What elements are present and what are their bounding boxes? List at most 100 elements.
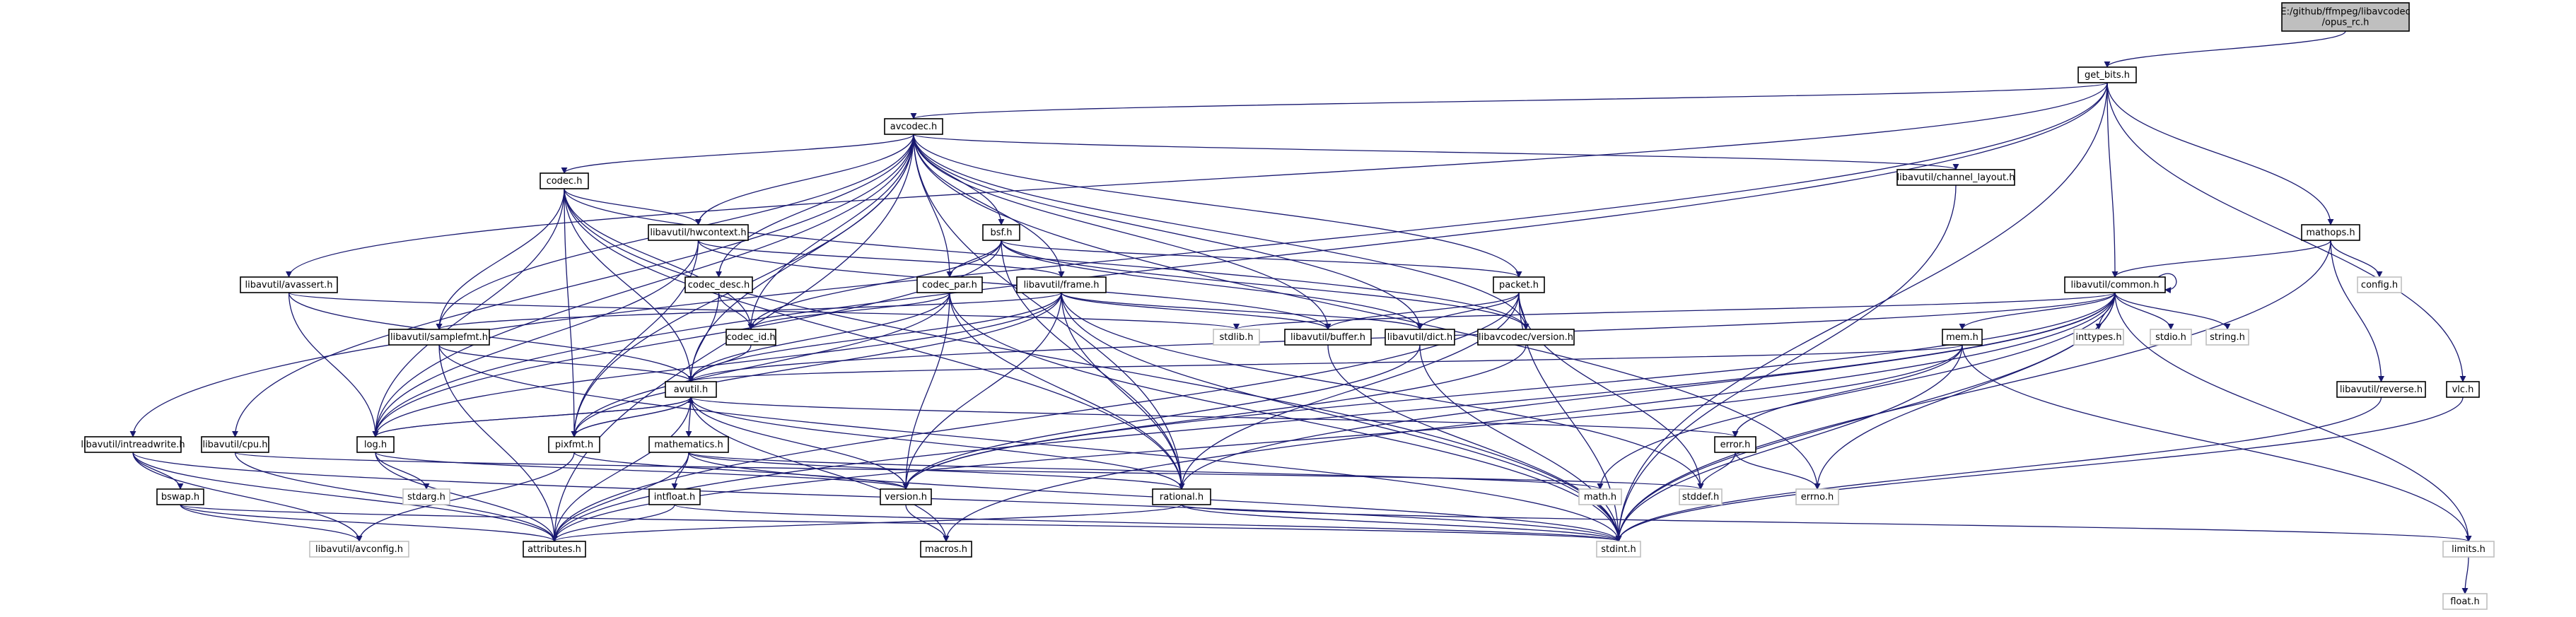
edge-log-to-stdarg [375, 452, 430, 490]
edge-avcodec-to-frame [913, 134, 1065, 278]
node-version[interactable]: version.h [880, 488, 932, 505]
node-label-stdio: stdio.h [2155, 332, 2186, 343]
node-intfloat[interactable]: intfloat.h [648, 488, 701, 505]
edge-codec_desc-to-avutil [687, 292, 720, 382]
edge-error-to-errno [1735, 452, 1821, 490]
node-box-attributes [523, 541, 586, 558]
edge-avcodec-to-log [372, 134, 914, 437]
edge-rational-to-stdint [1181, 504, 1622, 542]
node-avassert[interactable]: libavutil/avassert.h [240, 276, 338, 293]
node-box-limits [2442, 541, 2495, 558]
node-label-stddef: stddef.h [1682, 492, 1719, 503]
edge-avcodec-to-bsf [913, 134, 1005, 225]
node-codec_par[interactable]: codec_par.h [916, 276, 983, 293]
node-packet[interactable]: packet.h [1493, 276, 1545, 293]
node-codec_desc[interactable]: codec_desc.h [684, 276, 753, 293]
edge-bsf-to-packet [1001, 240, 1522, 278]
node-avutil[interactable]: avutil.h [665, 381, 717, 398]
edge-version-to-macros [905, 504, 950, 542]
node-box-stdlib [1213, 329, 1260, 346]
node-label-common: libavutil/common.h [2070, 280, 2159, 290]
node-stdio: stdio.h [2150, 329, 2192, 346]
node-codec[interactable]: codec.h [540, 172, 589, 189]
edge-mathops-to-reverse [2330, 240, 2384, 382]
node-codec_id[interactable]: codec_id.h [725, 329, 776, 346]
node-samplefmt[interactable]: libavutil/samplefmt.h [388, 329, 490, 346]
edge-get_bits-to-stdint [1615, 82, 2108, 542]
edge-codec_par-to-codec_id [747, 292, 950, 330]
node-label-codec_id: codec_id.h [726, 332, 775, 343]
node-frame[interactable]: libavutil/frame.h [1016, 276, 1107, 293]
node-hwcontext[interactable]: libavutil/hwcontext.h [648, 224, 749, 241]
node-macros[interactable]: macros.h [920, 541, 972, 558]
node-log[interactable]: log.h [356, 436, 395, 453]
node-cpu[interactable]: libavutil/cpu.h [201, 436, 269, 453]
edge-bsf-to-log [372, 240, 1002, 437]
node-box-codec_desc [684, 276, 753, 293]
node-attributes[interactable]: attributes.h [523, 541, 586, 558]
node-label-get_bits: get_bits.h [2085, 70, 2130, 81]
node-box-mathematics [648, 436, 729, 453]
node-common[interactable]: libavutil/common.h [2064, 276, 2166, 293]
node-vlc[interactable]: vlc.h [2446, 381, 2480, 398]
node-label-pixfmt: pixfmt.h [555, 440, 593, 450]
edge-bsf-to-codec_id [747, 240, 1002, 330]
node-bswap[interactable]: bswap.h [156, 488, 204, 505]
edge-frame-to-dict [1061, 292, 1423, 330]
edge-reverse-to-stdint [1615, 396, 2382, 542]
node-label-frame: libavutil/frame.h [1024, 280, 1100, 290]
edge-frame-to-buffer [1061, 292, 1331, 330]
node-box-inttypes [2073, 329, 2124, 346]
node-label-avutil: avutil.h [674, 384, 709, 395]
node-reverse[interactable]: libavutil/reverse.h [2336, 381, 2426, 398]
node-box-avassert [240, 276, 338, 293]
edge-avutil-to-version [690, 396, 909, 490]
node-avcodec[interactable]: avcodec.h [884, 118, 943, 135]
edge-error-to-stddef [1697, 452, 1736, 490]
node-label-error: error.h [1720, 440, 1751, 450]
node-label-bswap: bswap.h [161, 492, 199, 503]
node-buffer[interactable]: libavutil/buffer.h [1284, 329, 1372, 346]
edge-packet-to-rational [1178, 292, 1520, 490]
node-channel_layout[interactable]: libavutil/channel_layout.h [1896, 169, 2015, 186]
node-mathops[interactable]: mathops.h [2301, 224, 2360, 241]
node-pixfmt[interactable]: pixfmt.h [548, 436, 600, 453]
edge-packet-to-stddef [1518, 292, 1704, 490]
node-error[interactable]: error.h [1714, 436, 1756, 453]
node-box-intfloat [648, 488, 701, 505]
edge-bswap-to-attributes [180, 504, 558, 542]
edge-intfloat-to-stdint [674, 504, 1622, 542]
node-rational[interactable]: rational.h [1152, 488, 1211, 505]
node-lavc_version[interactable]: libavcodec/version.h [1477, 329, 1575, 346]
node-label-avassert: libavutil/avassert.h [245, 280, 332, 290]
node-mathematics[interactable]: mathematics.h [648, 436, 729, 453]
node-dict[interactable]: libavutil/dict.h [1385, 329, 1455, 346]
node-label-opus_rc: /opus_rc.h [2322, 18, 2370, 28]
edge-codec_par-to-pixfmt [571, 292, 950, 437]
node-box-opus_rc [2281, 2, 2410, 32]
edge-packet-to-attributes [551, 292, 1520, 542]
edge-common-to-limits [2114, 292, 2472, 542]
node-config: config.h [2357, 276, 2402, 293]
edge-codec-to-codec_id [564, 188, 754, 330]
edge-avutil-to-macros [690, 396, 950, 542]
edge-packet-to-buffer [1324, 292, 1520, 330]
node-get_bits[interactable]: get_bits.h [2077, 66, 2137, 83]
edge-mathops-to-config [2330, 240, 2383, 278]
edge-frame-to-log [372, 292, 1062, 437]
edge-log-to-version [375, 452, 909, 490]
edge-get_bits-to-common [2106, 82, 2119, 278]
node-bsf[interactable]: bsf.h [982, 224, 1020, 241]
node-box-error [1714, 436, 1756, 453]
edge-avcodec-to-codec_id [747, 134, 914, 330]
node-opus_rc[interactable]: E:/github/ffmpeg/libavcodec/opus_rc.h [2280, 2, 2411, 32]
node-box-common [2064, 276, 2166, 293]
edge-get_bits-to-intreadwrite [129, 82, 2108, 437]
node-intreadwrite[interactable]: libavutil/intreadwrite.h [81, 436, 185, 453]
edge-avutil-to-error [690, 396, 1739, 437]
edge-hwcontext-to-frame [697, 240, 1065, 278]
node-label-string: string.h [2210, 332, 2245, 343]
edge-rational-to-limits [1181, 504, 2471, 542]
node-stddef: stddef.h [1679, 488, 1723, 505]
node-mem[interactable]: mem.h [1942, 329, 1983, 346]
